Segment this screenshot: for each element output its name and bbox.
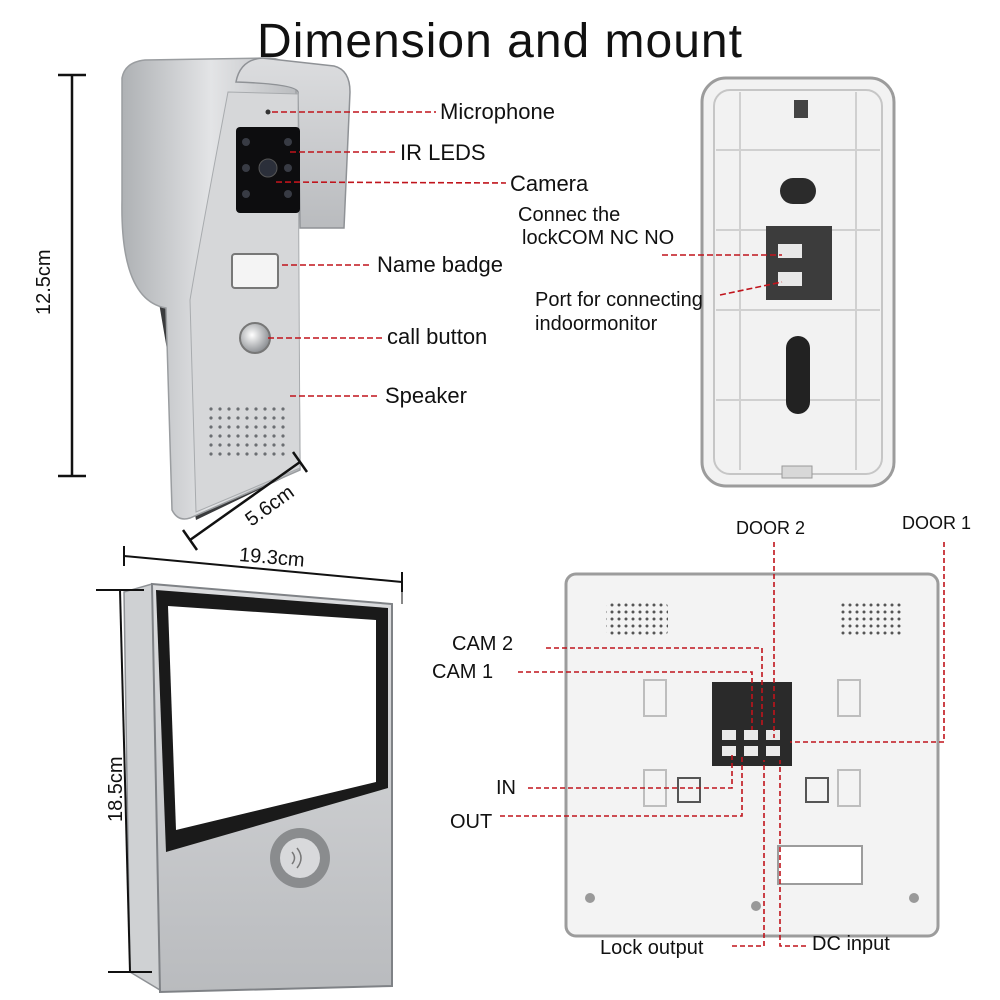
bracket-terminal-window [766, 226, 832, 300]
lock-connect-label-line2: lockCOM NC NO [522, 227, 675, 249]
dc-input-label: DC input [812, 933, 890, 955]
monitor-height-label: 18.5cm [105, 756, 127, 822]
call-button-label: call button [387, 324, 488, 349]
ir-led-1 [242, 138, 250, 146]
doorbell-height-label: 12.5cm [33, 249, 55, 315]
back-speaker-left [606, 600, 668, 638]
name-badge-slot [231, 253, 279, 289]
bracket-callout-lines [662, 254, 783, 296]
monitor-width-label: 19.3cm [238, 544, 306, 572]
out-label: OUT [450, 811, 493, 833]
bracket-top-clip [794, 100, 808, 118]
monitor-height-dimension [96, 589, 152, 973]
monitor-back [564, 572, 940, 938]
port-label-line1: Port for connecting [535, 289, 703, 311]
rain-hood [235, 57, 351, 229]
back-speaker-right [840, 600, 902, 638]
door2-label: DOOR 2 [736, 518, 806, 538]
call-button-shape [239, 322, 271, 354]
port-label-line2: indoormonitor [535, 313, 658, 335]
doorbell-height-dimension [58, 73, 86, 478]
ir-led-6 [284, 190, 292, 198]
mounting-bracket [700, 76, 896, 488]
back-wire-cutout [777, 845, 863, 885]
ir-led-3 [242, 164, 250, 172]
doorbell-callout-lines [268, 111, 507, 397]
speaker-label: Speaker [385, 383, 467, 408]
ir-led-2 [284, 138, 292, 146]
cam1-label: CAM 1 [432, 661, 494, 683]
microphone-label: Microphone [440, 99, 555, 124]
ir-leds-label: IR LEDS [400, 140, 486, 165]
ir-led-4 [284, 164, 292, 172]
page-title: Dimension and mount [257, 15, 743, 68]
camera-lens [258, 158, 278, 178]
in-label: IN [496, 777, 516, 799]
doorbell-unit [121, 57, 351, 520]
camera-label: Camera [510, 171, 589, 196]
speaker-grille [208, 404, 290, 456]
cam2-label: CAM 2 [452, 633, 514, 655]
monitor-front [123, 582, 393, 994]
monitor-card-reader [280, 838, 320, 878]
bracket-cable-slot [786, 336, 810, 414]
doorbell-depth-dimension [181, 451, 309, 551]
name-badge-label: Name badge [377, 252, 503, 277]
monitor-screen [168, 606, 376, 830]
lock-output-label: Lock output [600, 937, 704, 959]
bracket-screw-slot [780, 178, 816, 204]
door1-label: DOOR 1 [902, 513, 972, 533]
lock-connect-label-line1: Connec the [518, 204, 621, 226]
back-callout-lines [500, 542, 945, 947]
monitor-width-dimension [123, 546, 403, 604]
microphone-hole [265, 109, 271, 115]
ir-led-5 [242, 190, 250, 198]
